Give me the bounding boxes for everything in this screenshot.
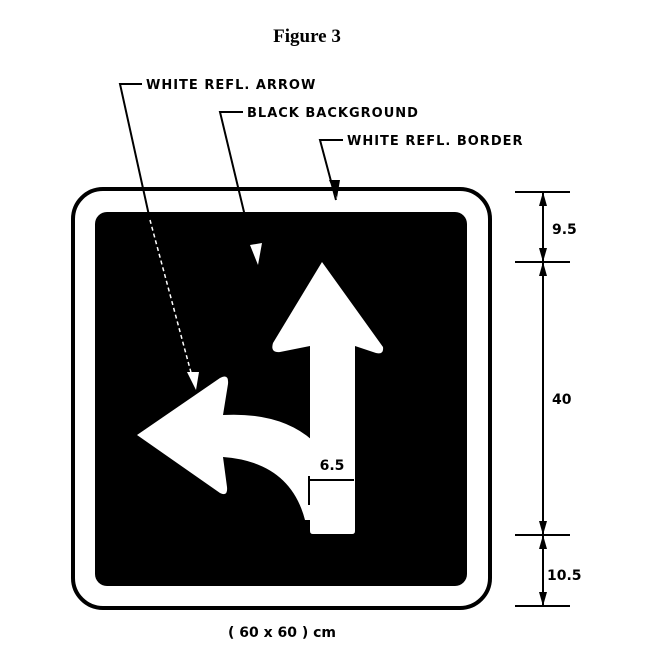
arrow-callout: WHITE REFL. ARROW: [146, 78, 316, 93]
figure-title: Figure 3: [273, 26, 341, 47]
background-callout: BLACK BACKGROUND: [247, 106, 419, 121]
sign-background: [95, 212, 467, 586]
left-turn-arrow: [137, 376, 312, 520]
bottom-dimension: 10.5: [547, 568, 582, 584]
middle-dimension: 40: [552, 392, 572, 408]
arrow-callout-leader: [118, 83, 151, 221]
top-border-dimension: 9.5: [552, 222, 577, 238]
shaft-width-label: 6.5: [320, 458, 345, 474]
border-callout: WHITE REFL. BORDER: [347, 134, 524, 149]
background-callout-leader: [218, 111, 257, 263]
straight-arrow: [272, 262, 384, 534]
overall-size: ( 60 x 60 ) cm: [228, 625, 336, 641]
